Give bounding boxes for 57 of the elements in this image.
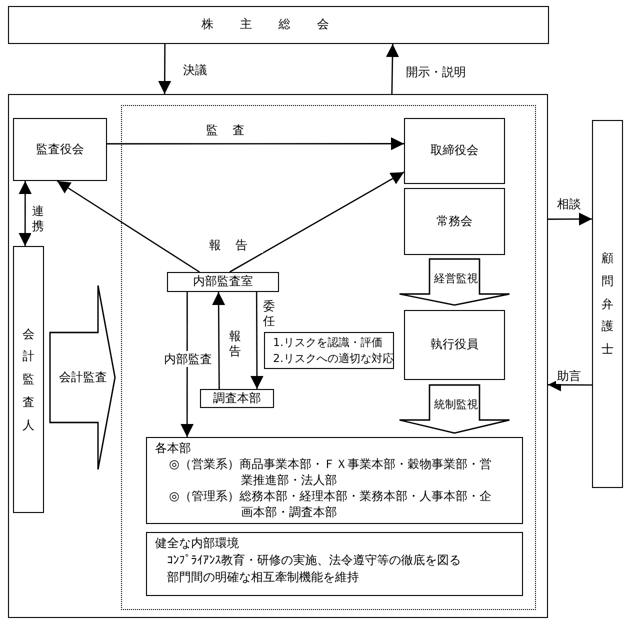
org-box — [404, 188, 505, 255]
box-label: 内部監査室 — [193, 274, 253, 290]
box-label: 執行役員 — [430, 337, 478, 353]
arrow — [56, 180, 200, 273]
double-arrow — [18, 181, 32, 246]
block-arrow — [398, 258, 510, 306]
arrow — [548, 212, 592, 226]
box-label: 常務会 — [436, 214, 472, 230]
edge-label: 連携 — [31, 203, 45, 235]
dotted-frame — [121, 105, 536, 610]
note-box — [264, 332, 394, 369]
edge-label: 委任 — [262, 298, 276, 330]
edge-label: 統制監視 — [433, 397, 479, 412]
edge-label: 開示・説明 — [405, 64, 467, 80]
edge-label: 助言 — [556, 368, 582, 384]
edge-label: 会計監査 — [58, 369, 108, 386]
company-frame — [8, 94, 548, 618]
arrow — [158, 44, 172, 94]
arrow — [548, 378, 592, 392]
arrow — [180, 292, 194, 437]
box-label: 部門間の明確な相互牽制機能を維持 — [167, 570, 359, 586]
department-box — [146, 437, 523, 524]
edge-label: 報告 — [228, 328, 242, 360]
box-label: 株主総会 — [202, 17, 356, 33]
org-box — [592, 120, 623, 488]
block-arrow — [49, 284, 116, 470]
org-box — [404, 118, 505, 184]
block-arrow — [398, 384, 510, 434]
org-box — [200, 389, 274, 408]
box-label: ◎（管理系）総務本部・経理本部・業務本部・人事本部・企画本部・調査本部 — [169, 489, 492, 520]
environment-box — [146, 532, 523, 596]
org-box — [167, 272, 279, 292]
org-box — [404, 310, 505, 380]
edge-label: 相談 — [556, 196, 582, 212]
arrow — [212, 292, 226, 389]
edge-label: 内部監査 — [163, 351, 213, 368]
box-label: ｺﾝﾌﾟﾗｲｱﾝｽ教育・研修の実施、法令遵守等の徹底を図る — [167, 553, 461, 569]
box-label: 調査本部 — [213, 390, 261, 406]
edge-label: 決議 — [182, 62, 208, 78]
box-label: 顧問弁護士 — [602, 250, 614, 358]
box-label: 取締役会 — [430, 143, 478, 159]
arrow — [107, 137, 404, 150]
box-label: 1.リスクを認識・評価 — [273, 336, 382, 350]
box-label: 2.リスクへの適切な対応 — [273, 352, 394, 366]
org-box — [8, 6, 549, 44]
box-label: ◎（営業系）商品事業本部・ＦＸ事業本部・穀物事業部・営業推進部・法人部 — [169, 457, 492, 488]
org-box — [13, 246, 44, 513]
edge-label: 経営監視 — [433, 271, 479, 286]
arrow — [229, 172, 404, 273]
arrow — [386, 44, 399, 94]
arrow — [250, 292, 264, 389]
org-box — [13, 118, 107, 181]
box-label: 会計監査人 — [22, 326, 34, 434]
box-label: 健全な内部環境 — [155, 536, 239, 552]
box-label: 各本部 — [155, 441, 191, 457]
box-label: 監査役会 — [36, 142, 84, 158]
edge-label: 報告 — [208, 237, 263, 254]
